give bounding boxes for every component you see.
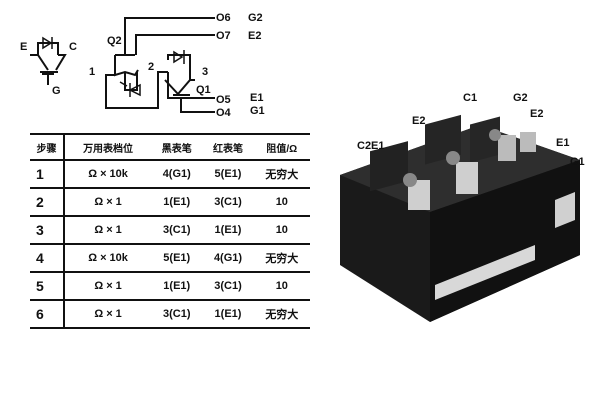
symbol-c-label: C	[69, 41, 77, 53]
label-g1: G1	[570, 156, 585, 168]
label-c2e1: C2E1	[357, 140, 385, 152]
symbol-e-label: E	[20, 41, 27, 53]
terminal-6: O6	[216, 12, 231, 24]
node-2: 2	[148, 61, 154, 73]
terminal-5-name: E1	[250, 92, 263, 104]
label-c1: C1	[463, 92, 478, 104]
symbol-g-label: G	[52, 85, 61, 97]
header-red-probe: 红表笔	[202, 133, 254, 161]
table-header: 步骤 万用表档位 黑表笔 红表笔 阻值/Ω	[30, 133, 310, 161]
header-black-probe: 黑表笔	[151, 133, 203, 161]
label-g2: G2	[513, 92, 528, 104]
header-range: 万用表档位	[64, 133, 152, 161]
igbt-module-photo	[340, 114, 580, 322]
terminal-6-name: G2	[248, 12, 263, 24]
label-e2-top: E2	[412, 115, 426, 127]
label-e1: E1	[556, 137, 570, 149]
q2-label: Q2	[107, 35, 122, 47]
terminal-5: O5	[216, 94, 231, 106]
node-3: 3	[202, 66, 208, 78]
q1-label: Q1	[196, 84, 211, 96]
terminal-7-name: E2	[248, 30, 261, 42]
terminal-4-name: G1	[250, 105, 265, 117]
circuit-diagram: E C G Q2 Q1 1 2 3 O6 G2 O7 E2 O5 E1 O4 G…	[20, 12, 265, 119]
header-resistance: 阻值/Ω	[253, 133, 310, 161]
label-e2-right: E2	[530, 108, 544, 120]
header-step: 步骤	[30, 133, 65, 161]
terminal-7: O7	[216, 30, 231, 42]
terminal-4: O4	[216, 107, 232, 119]
node-1: 1	[89, 66, 95, 78]
